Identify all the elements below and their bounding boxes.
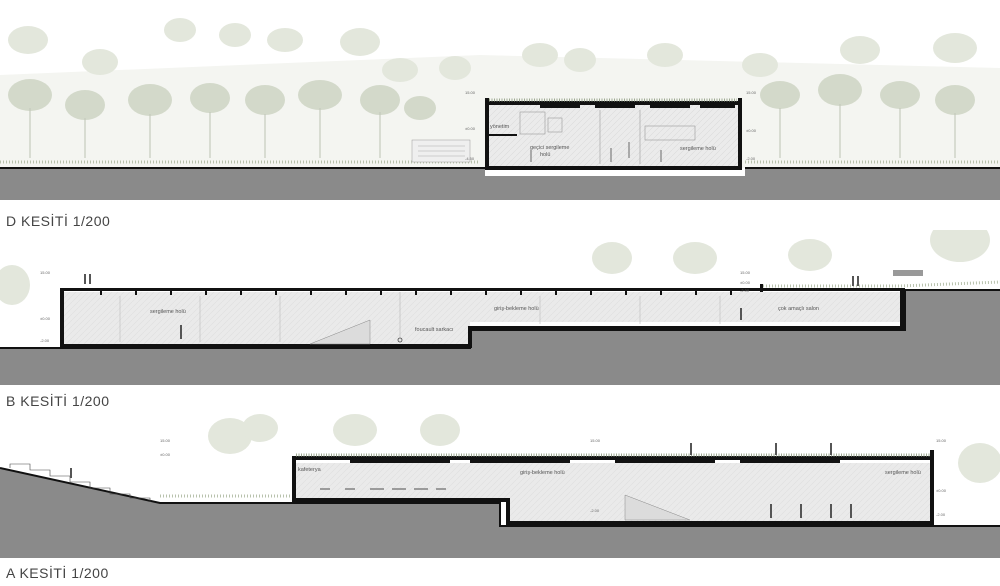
- label-sergileme: sergileme holü: [150, 309, 186, 315]
- stair-a: [624, 494, 691, 521]
- elevation-marks-a: 15.00 ±0.00 15.00 -2.00 15.00 ±0.00 -2.0…: [160, 438, 947, 517]
- label-yonetim: yönetim: [490, 124, 510, 130]
- label-gecici-2: holü: [540, 152, 550, 158]
- label-giris: giriş-bekleme holü: [494, 306, 539, 312]
- section-d: yönetim geçici sergileme holü sergileme …: [0, 0, 1000, 229]
- ground-cut-d: [0, 168, 1000, 200]
- section-title-b: B KESİTİ 1/200: [6, 393, 110, 409]
- svg-text:15.00: 15.00: [936, 438, 947, 443]
- elevation-marks-d: 15.00 ±0.00 -4.50 15.00 ±0.00 -2.00: [465, 90, 757, 161]
- label-sergileme: sergileme holü: [680, 146, 716, 152]
- svg-text:±0.00: ±0.00: [740, 280, 751, 285]
- bench: [893, 270, 923, 276]
- svg-text:15.00: 15.00: [590, 438, 601, 443]
- svg-text:-2.00: -2.00: [740, 288, 750, 293]
- label-gecici-1: geçici sergileme: [530, 145, 569, 151]
- trees-d: [8, 18, 977, 158]
- label-foucault: foucault sarkacı: [415, 327, 454, 333]
- svg-text:15.00: 15.00: [746, 90, 757, 95]
- svg-text:-2.00: -2.00: [746, 156, 756, 161]
- cafeteria-furniture: [320, 488, 446, 490]
- building-a-structure: [292, 450, 934, 525]
- svg-text:±0.00: ±0.00: [936, 488, 947, 493]
- stair-b: [309, 319, 371, 345]
- label-kafeterya: kafeterya: [298, 467, 322, 473]
- slope-steps: [9, 463, 151, 502]
- building-d-structure: [485, 98, 742, 170]
- svg-text:15.00: 15.00: [740, 270, 751, 275]
- svg-text:-2.00: -2.00: [936, 512, 946, 517]
- section-a: kafeterya giriş-bekleme holü sergileme h…: [0, 408, 1000, 586]
- section-b-drawing: sergileme holü foucault sarkacı giriş-be…: [0, 230, 1000, 385]
- section-a-drawing: kafeterya giriş-bekleme holü sergileme h…: [0, 414, 1000, 558]
- building-b-structure: [60, 284, 905, 348]
- label-sergileme: sergileme holü: [885, 470, 921, 476]
- section-d-drawing: yönetim geçici sergileme holü sergileme …: [0, 18, 1000, 200]
- svg-text:-4.50: -4.50: [465, 156, 475, 161]
- svg-text:±0.00: ±0.00: [160, 452, 171, 457]
- elevation-marks-b: 15.00 ±0.00 -2.00 15.00 ±0.00 -2.00: [40, 270, 751, 343]
- ground-cut-b: [0, 290, 1000, 385]
- svg-text:15.00: 15.00: [160, 438, 171, 443]
- section-title-d: D KESİTİ 1/200: [6, 213, 111, 229]
- trees-a: [208, 414, 1000, 483]
- svg-text:15.00: 15.00: [465, 90, 476, 95]
- svg-text:±0.00: ±0.00: [465, 126, 476, 131]
- roof-ribs-b: [100, 288, 732, 295]
- svg-text:15.00: 15.00: [40, 270, 51, 275]
- svg-text:±0.00: ±0.00: [746, 128, 757, 133]
- svg-text:±0.00: ±0.00: [40, 316, 51, 321]
- svg-text:-2.00: -2.00: [590, 508, 600, 513]
- trees-b: [0, 230, 990, 305]
- label-cok-amacli: çok amaçlı salon: [778, 306, 819, 312]
- svg-text:-2.00: -2.00: [40, 338, 50, 343]
- label-giris: giriş-bekleme holü: [520, 470, 565, 476]
- section-b: sergileme holü foucault sarkacı giriş-be…: [0, 230, 1000, 410]
- section-title-a: A KESİTİ 1/200: [6, 565, 109, 581]
